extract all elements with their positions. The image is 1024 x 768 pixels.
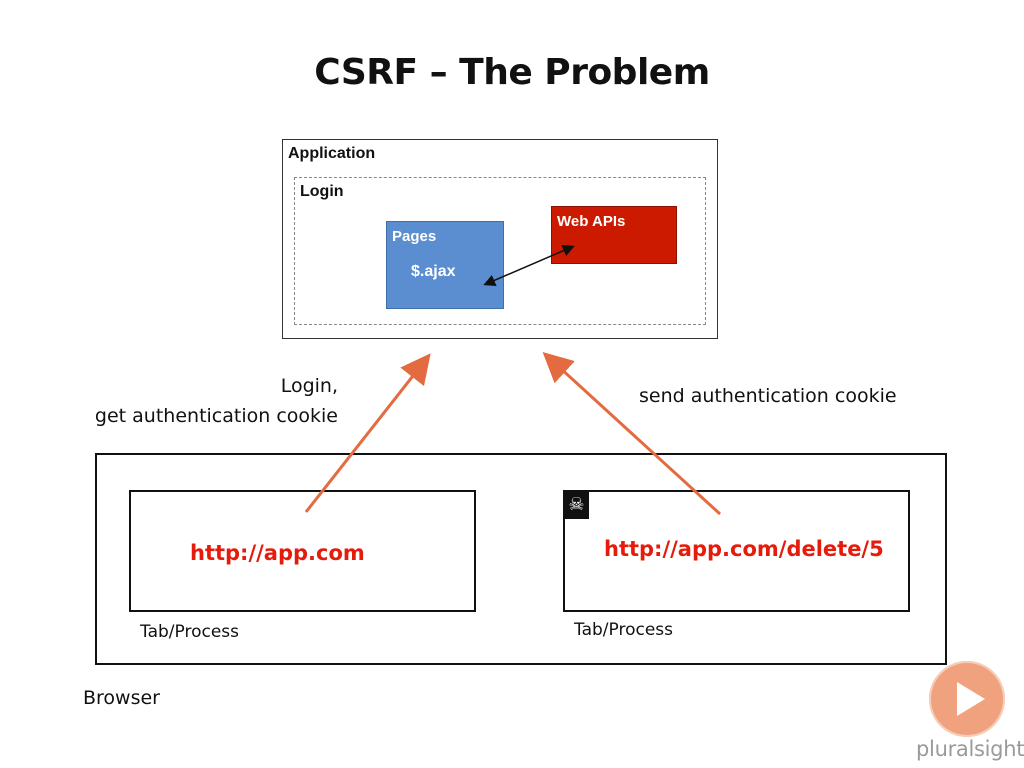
login-caption-line2: get authentication cookie — [94, 405, 338, 427]
login-caption: Login, get authentication cookie — [95, 371, 338, 431]
login-box — [294, 177, 706, 325]
skull-crossbones-icon: ☠ — [564, 491, 589, 519]
login-caption-line1: Login, — [280, 375, 338, 397]
web-apis-label: Web APIs — [557, 213, 626, 230]
tab-box-app — [129, 490, 476, 612]
application-box — [282, 139, 718, 339]
pluralsight-logo-text: pluralsight — [916, 737, 1024, 761]
pages-label: Pages — [392, 228, 437, 245]
application-label: Application — [288, 145, 376, 162]
tab-box-malicious — [563, 490, 910, 612]
play-icon — [957, 682, 985, 716]
tab-url-delete: http://app.com/delete/5 — [604, 537, 884, 561]
login-label: Login — [300, 183, 344, 200]
tab-caption-malicious: Tab/Process — [574, 620, 673, 640]
tab-caption-app: Tab/Process — [140, 622, 239, 642]
slide-title: CSRF – The Problem — [314, 52, 710, 93]
browser-box — [95, 453, 947, 665]
tab-url-app: http://app.com — [190, 541, 365, 565]
browser-label: Browser — [83, 687, 160, 709]
send-cookie-caption: send authentication cookie — [639, 385, 897, 407]
ajax-label: $.ajax — [411, 263, 456, 280]
